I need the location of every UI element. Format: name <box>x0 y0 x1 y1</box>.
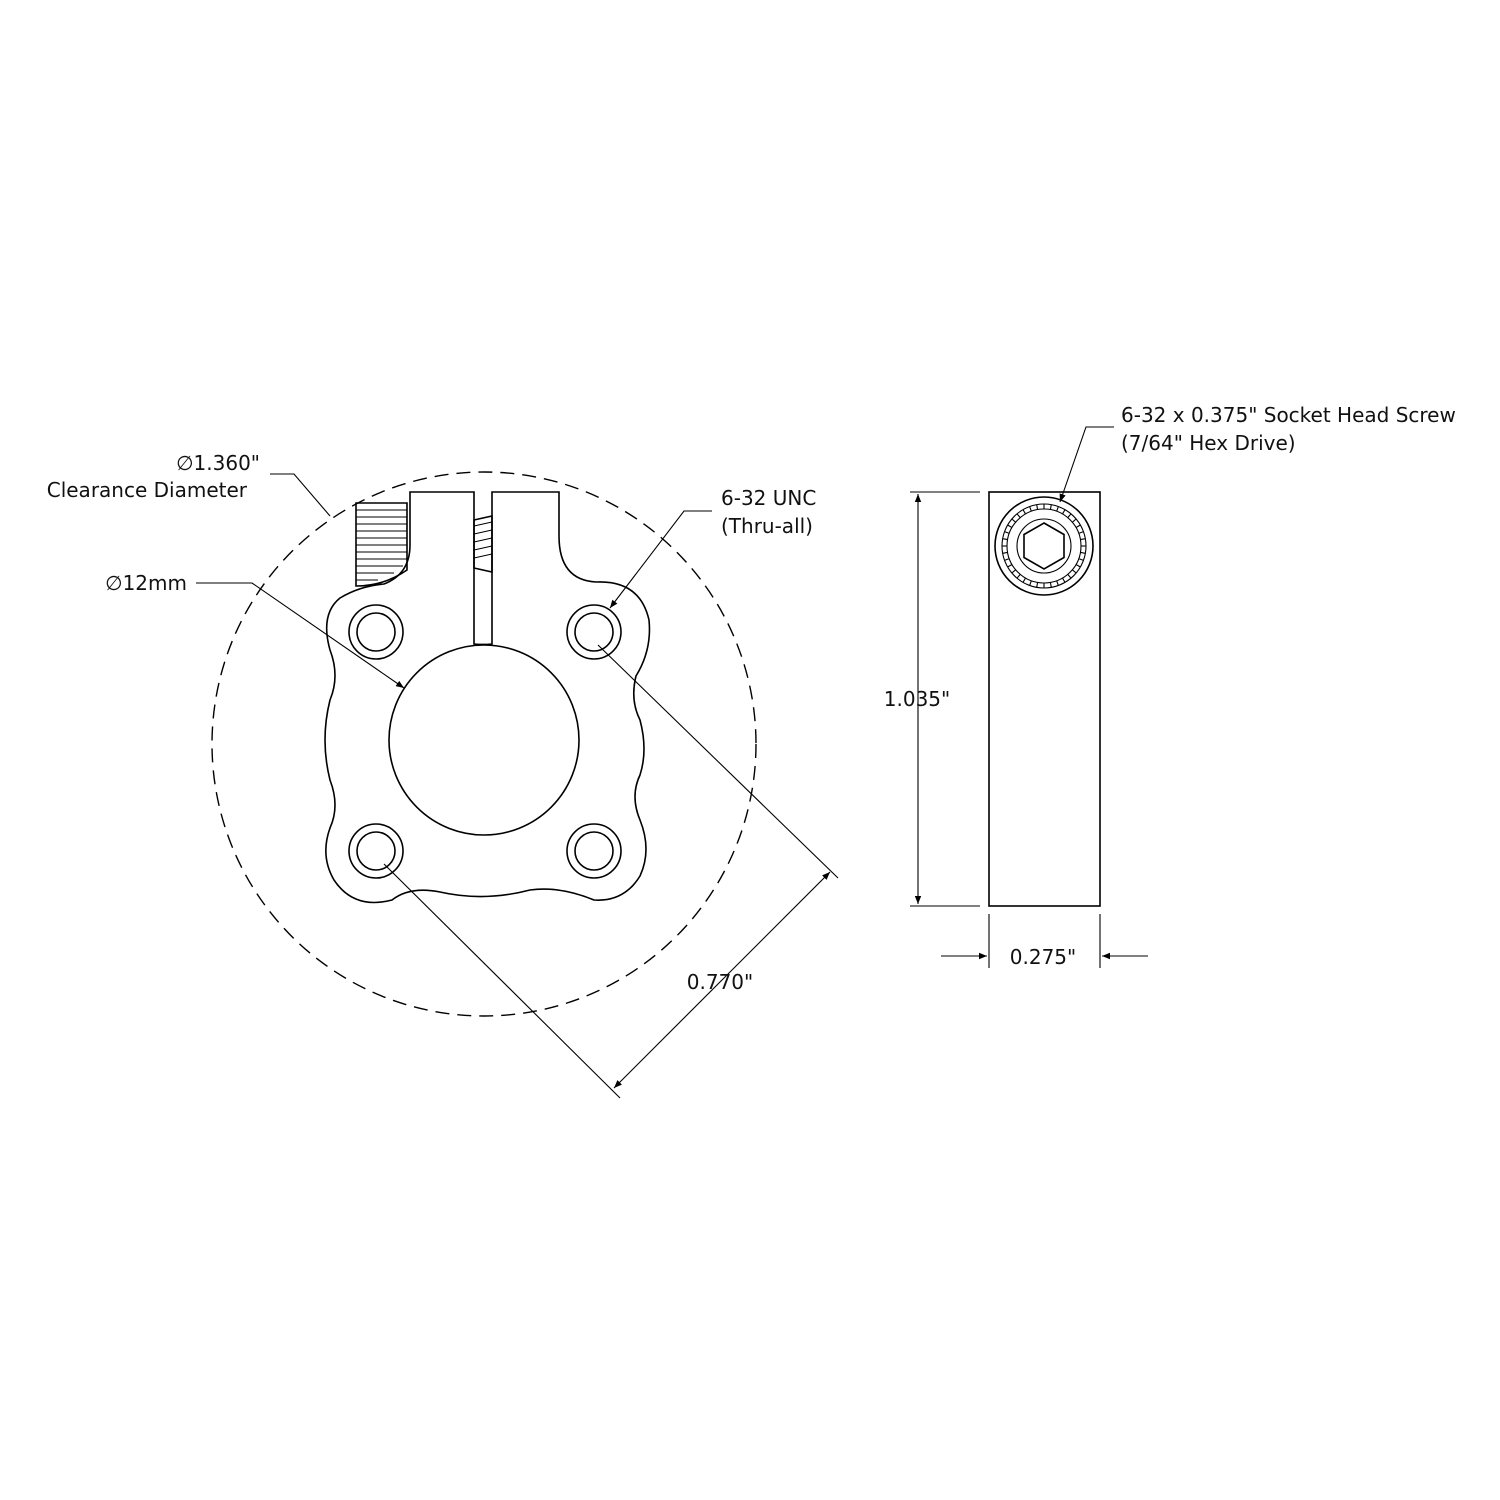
knurl-tick <box>1036 582 1039 588</box>
mount-hole-top-left <box>348 604 404 660</box>
clamp-screw-thread <box>473 515 493 573</box>
knurl-tick <box>1011 518 1017 523</box>
knurl-tick <box>1011 569 1017 574</box>
label-thread-note: (Thru-all) <box>721 514 813 538</box>
knurl-tick <box>1071 518 1077 523</box>
label-height: 1.035" <box>884 687 950 711</box>
knurl-tick <box>1056 580 1059 586</box>
knurl-ticks <box>1002 504 1086 588</box>
side-body <box>988 491 1101 907</box>
knurl-tick <box>1078 531 1084 534</box>
clearance-circle <box>211 471 757 1017</box>
dimension-bolt-spacing <box>383 644 839 1099</box>
front-view: ∅1.360" Clearance Diameter ∅12mm 6-32 UN… <box>47 451 839 1099</box>
hub-outline <box>324 491 651 904</box>
label-screw-spec: 6-32 x 0.375" Socket Head Screw <box>1121 403 1456 427</box>
hex-socket <box>1023 522 1065 570</box>
mount-hole-bottom-left <box>348 823 404 879</box>
knurl-tick <box>1062 577 1066 583</box>
knurl-tick <box>1029 580 1032 586</box>
leader-thread <box>609 510 712 609</box>
mount-hole-top-right <box>566 604 622 660</box>
dimension-thickness <box>941 914 1148 968</box>
label-clearance-text: Clearance Diameter <box>47 478 248 502</box>
knurl-tick <box>1075 524 1081 528</box>
label-clearance-value: ∅1.360" <box>176 451 260 475</box>
leader-screw <box>1059 426 1114 503</box>
knurl-tick <box>1022 509 1026 515</box>
knurl-tick <box>1067 573 1072 579</box>
knurl-tick <box>1080 551 1086 554</box>
knurl-tick <box>1071 569 1077 574</box>
knurl-tick <box>1036 504 1039 510</box>
knurl-tick <box>1007 524 1013 528</box>
label-thread-spec: 6-32 UNC <box>721 486 816 510</box>
knurl-tick <box>1049 504 1052 510</box>
dimension-height <box>910 491 980 907</box>
knurl-tick <box>1029 506 1032 512</box>
knurl-tick <box>1075 564 1081 568</box>
leader-clearance <box>270 473 331 517</box>
knurl-tick <box>1004 531 1010 534</box>
knurled-screw-head <box>355 502 408 587</box>
socket-head-screw <box>994 496 1094 596</box>
knurl-tick <box>1067 513 1072 519</box>
label-bolt-spacing: 0.770" <box>687 970 753 994</box>
knurl-tick <box>1016 513 1021 519</box>
knurl-tick <box>1002 551 1008 554</box>
label-bore-diameter: ∅12mm <box>105 571 187 595</box>
knurl-tick <box>1080 538 1086 541</box>
knurl-tick <box>1016 573 1021 579</box>
bore-circle <box>388 644 580 836</box>
mount-hole-bottom-right <box>566 823 622 879</box>
label-screw-drive: (7/64" Hex Drive) <box>1121 431 1296 455</box>
leader-bore <box>196 582 405 689</box>
knurl-tick <box>1078 558 1084 561</box>
knurl-tick <box>1049 582 1052 588</box>
knurl-tick <box>1062 509 1066 515</box>
knurl-tick <box>1004 558 1010 561</box>
label-thickness: 0.275" <box>1010 945 1076 969</box>
side-view: 6-32 x 0.375" Socket Head Screw (7/64" H… <box>884 403 1456 969</box>
knurl-tick <box>1007 564 1013 568</box>
knurl-tick <box>1022 577 1026 583</box>
knurl-tick <box>1002 538 1008 541</box>
knurl-tick <box>1056 506 1059 512</box>
